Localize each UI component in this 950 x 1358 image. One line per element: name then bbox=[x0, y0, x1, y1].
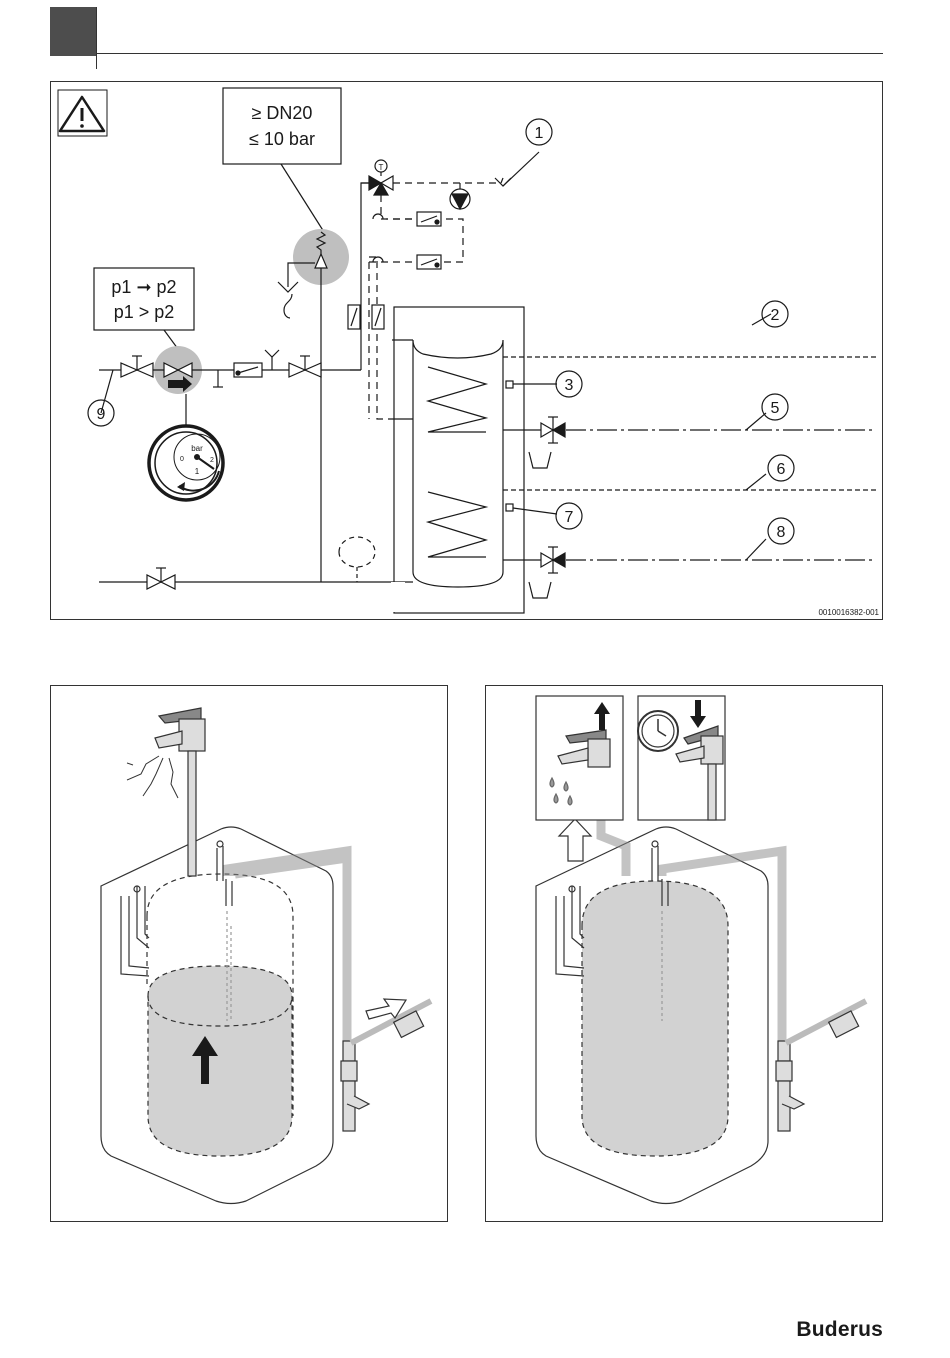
gauge-unit: bar bbox=[191, 444, 203, 453]
cylinder-tank bbox=[413, 340, 503, 587]
inlet-valve-9 bbox=[121, 363, 137, 377]
brand-logo: Buderus bbox=[796, 1318, 883, 1342]
splash-icon bbox=[127, 756, 178, 798]
water-fill bbox=[582, 881, 728, 1156]
schematic-drawing: ≥ DN20 ≤ 10 bar p1 ➞ p2 p1 > p2 bar 0 1 … bbox=[51, 82, 884, 621]
filling-illustration bbox=[50, 685, 448, 1222]
callout-9-label: 9 bbox=[97, 406, 106, 423]
gauge-tick-1: 1 bbox=[195, 467, 200, 476]
filling-drawing bbox=[51, 686, 449, 1223]
pipe-spec-line2: ≤ 10 bar bbox=[249, 129, 315, 149]
callout-7-label: 7 bbox=[565, 509, 574, 526]
flushing-drawing bbox=[486, 686, 884, 1223]
gauge-tick-0: 0 bbox=[180, 456, 184, 463]
thermostat-letter: T bbox=[379, 163, 384, 172]
callout-1-label: 1 bbox=[535, 125, 544, 142]
outflow-arrow-icon bbox=[559, 819, 591, 861]
callout-6-label: 6 bbox=[777, 461, 786, 478]
callout-3-label: 3 bbox=[565, 377, 574, 394]
pipe-spec-box bbox=[223, 88, 341, 164]
expansion-vessel bbox=[339, 537, 375, 567]
pressure-line1: p1 ➞ p2 bbox=[111, 277, 176, 297]
pressure-line2: p1 > p2 bbox=[114, 302, 175, 322]
water-fill bbox=[148, 966, 292, 1156]
callout-2-label: 2 bbox=[771, 307, 780, 324]
connection-schematic: ≥ DN20 ≤ 10 bar p1 ➞ p2 p1 > p2 bar 0 1 … bbox=[50, 81, 883, 620]
header-divider-tick bbox=[96, 7, 97, 69]
callout-5-label: 5 bbox=[771, 400, 780, 417]
flushing-illustration bbox=[485, 685, 883, 1222]
figure-id: 0010016382-001 bbox=[818, 608, 879, 617]
callout-8-label: 8 bbox=[777, 524, 786, 541]
section-marker-block bbox=[50, 7, 96, 56]
warning-icon bbox=[58, 90, 107, 136]
header-rule bbox=[96, 53, 883, 54]
pipe-spec-line1: ≥ DN20 bbox=[252, 103, 313, 123]
gauge-tick-2: 2 bbox=[210, 457, 214, 464]
